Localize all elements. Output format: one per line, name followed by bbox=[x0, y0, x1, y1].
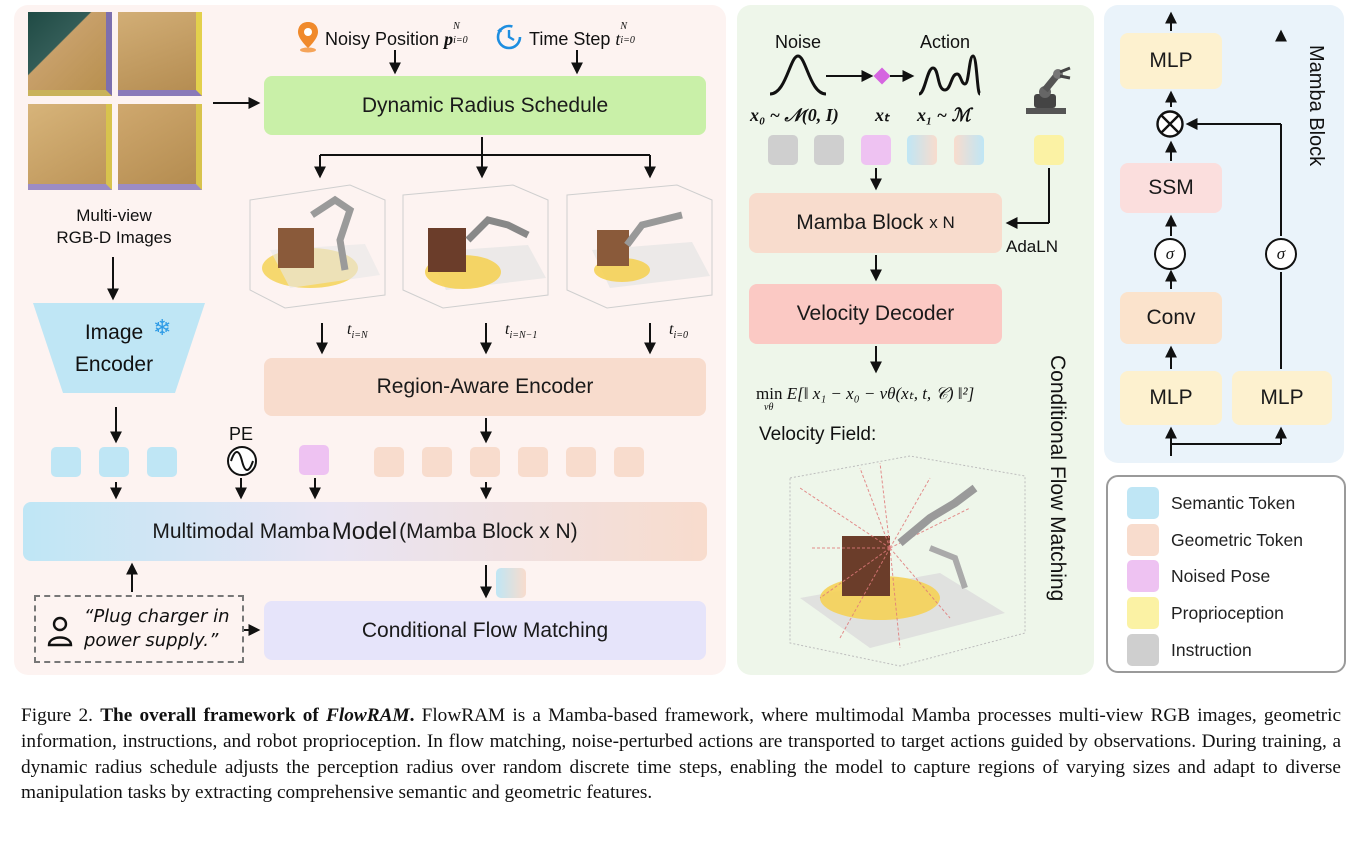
geometric-token bbox=[614, 447, 644, 477]
velocity-field-label: Velocity Field: bbox=[759, 424, 877, 445]
t-label: ti=N bbox=[347, 321, 368, 342]
image-thumb bbox=[118, 12, 202, 96]
scene-render bbox=[398, 180, 558, 310]
xt-label: xₜ bbox=[875, 105, 890, 125]
legend-item: Proprioception bbox=[1127, 597, 1284, 629]
legend-swatch bbox=[1127, 634, 1159, 666]
noise-label: Noise bbox=[775, 32, 822, 52]
velocity-field-render bbox=[780, 448, 1030, 670]
noise-distribution-curve bbox=[768, 54, 828, 98]
mlp-top-box: MLP bbox=[1120, 33, 1222, 89]
semantic-token bbox=[99, 447, 129, 477]
legend-item: Semantic Token bbox=[1127, 487, 1295, 519]
person-icon bbox=[46, 615, 74, 647]
mamba-block-vertical-title: Mamba Block bbox=[1305, 45, 1327, 167]
geometric-token bbox=[422, 447, 452, 477]
legend-swatch bbox=[1127, 597, 1159, 629]
mixed-token bbox=[954, 135, 984, 165]
multiview-images bbox=[28, 12, 208, 192]
legend-swatch bbox=[1127, 487, 1159, 519]
noised-pose-token bbox=[861, 135, 891, 165]
instruction-token bbox=[814, 135, 844, 165]
geometric-token bbox=[374, 447, 404, 477]
instruction-box: “Plug charger in power supply.” bbox=[34, 595, 244, 663]
sigma-circle-icon: σ bbox=[1265, 238, 1297, 270]
mamba-block-n-box: Mamba Block x N bbox=[749, 193, 1002, 253]
multiply-circle-icon bbox=[1155, 109, 1185, 139]
legend-item: Instruction bbox=[1127, 634, 1252, 666]
t-label: ti=0 bbox=[669, 321, 688, 342]
legend-item: Noised Pose bbox=[1127, 560, 1270, 592]
pe-label: PE bbox=[229, 424, 254, 444]
conditional-flow-matching-box: Conditional Flow Matching bbox=[264, 601, 706, 660]
sine-wave-icon bbox=[226, 445, 258, 477]
semantic-token bbox=[147, 447, 177, 477]
timer-icon bbox=[494, 21, 524, 51]
t-label: ti=N−1 bbox=[505, 321, 538, 342]
mlp-right-box: MLP bbox=[1232, 371, 1332, 425]
mixed-token bbox=[907, 135, 937, 165]
action-token bbox=[496, 568, 526, 598]
geometric-token bbox=[566, 447, 596, 477]
cfm-vertical-title: Conditional Flow Matching bbox=[1046, 355, 1069, 602]
instruction-token bbox=[768, 135, 798, 165]
scene-render bbox=[562, 180, 720, 310]
figure-caption: Figure 2. The overall framework of FlowR… bbox=[21, 705, 1342, 804]
legend-swatch bbox=[1127, 560, 1159, 592]
noised-pose-token bbox=[299, 445, 329, 475]
legend-item: Geometric Token bbox=[1127, 524, 1303, 556]
conv-box: Conv bbox=[1120, 292, 1222, 344]
image-thumb bbox=[28, 12, 112, 96]
semantic-token bbox=[51, 447, 81, 477]
sigma-circle-icon: σ bbox=[1154, 238, 1186, 270]
velocity-decoder-box: Velocity Decoder bbox=[749, 284, 1002, 344]
proprioception-token bbox=[1034, 135, 1064, 165]
adaln-label: AdaLN bbox=[1006, 237, 1058, 256]
multiview-label: Multi-view RGB-D Images bbox=[56, 206, 172, 247]
ssm-box: SSM bbox=[1120, 163, 1222, 213]
x1-label: x₁ ~ ℳ bbox=[917, 105, 971, 125]
x0-label: x₀ ~ 𝒩(0, I) bbox=[750, 105, 839, 125]
image-thumb bbox=[28, 104, 112, 190]
image-encoder: Image Encoder ❄ bbox=[33, 303, 205, 393]
scene-render bbox=[240, 180, 395, 310]
multimodal-mamba-model-box: Multimodal Mamba Model (Mamba Block x N) bbox=[23, 502, 707, 561]
action-label: Action bbox=[920, 32, 971, 52]
dynamic-radius-schedule-box: Dynamic Radius Schedule bbox=[264, 76, 706, 135]
location-pin-icon bbox=[296, 21, 320, 53]
geometric-token bbox=[518, 447, 548, 477]
legend-swatch bbox=[1127, 524, 1159, 556]
geometric-token bbox=[470, 447, 500, 477]
robot-arm-icon bbox=[1020, 64, 1080, 116]
snowflake-icon: ❄ bbox=[153, 315, 172, 340]
image-thumb bbox=[118, 104, 202, 190]
action-distribution-curve bbox=[917, 54, 982, 98]
mlp-left-box: MLP bbox=[1120, 371, 1222, 425]
region-aware-encoder-box: Region-Aware Encoder bbox=[264, 358, 706, 416]
